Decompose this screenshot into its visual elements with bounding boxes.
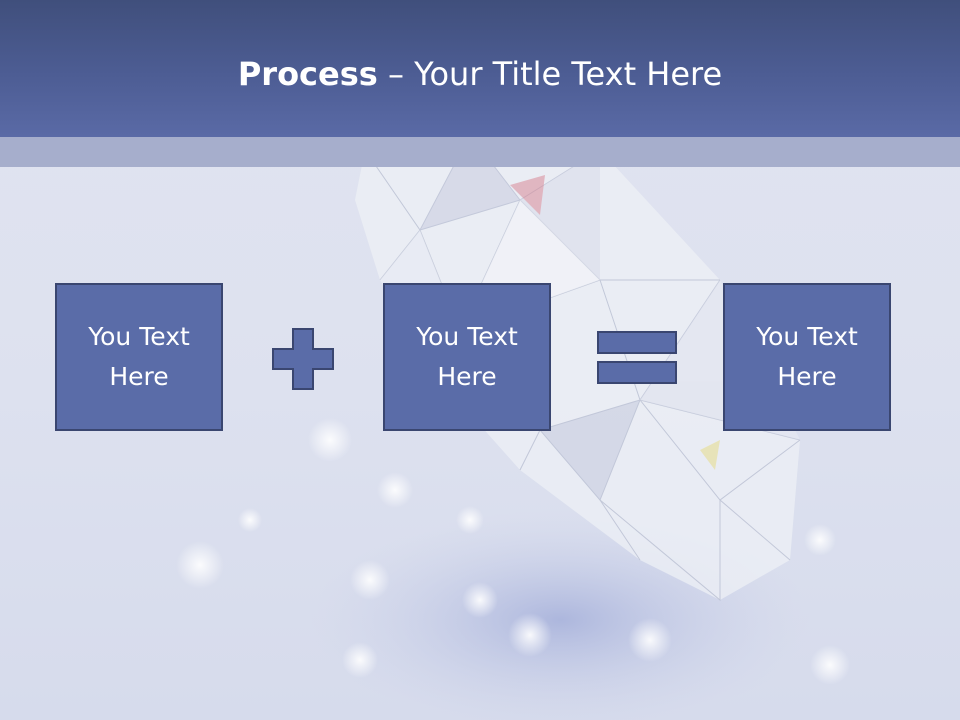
process-box-3[interactable]: You Text Here [723, 283, 891, 431]
equals-icon [597, 331, 677, 384]
slide-title-rest: – Your Title Text Here [377, 55, 723, 93]
title-bar [0, 0, 960, 137]
plus-icon [272, 328, 334, 390]
process-box-1-text: You Text Here [88, 322, 190, 391]
process-box-2-text: You Text Here [416, 322, 518, 391]
process-box-3-text: You Text Here [756, 322, 858, 391]
title-accent-band [0, 137, 960, 167]
process-box-1[interactable]: You Text Here [55, 283, 223, 431]
slide-title: Process – Your Title Text Here [0, 52, 960, 96]
slide-title-bold: Process [237, 55, 378, 93]
process-box-2[interactable]: You Text Here [383, 283, 551, 431]
